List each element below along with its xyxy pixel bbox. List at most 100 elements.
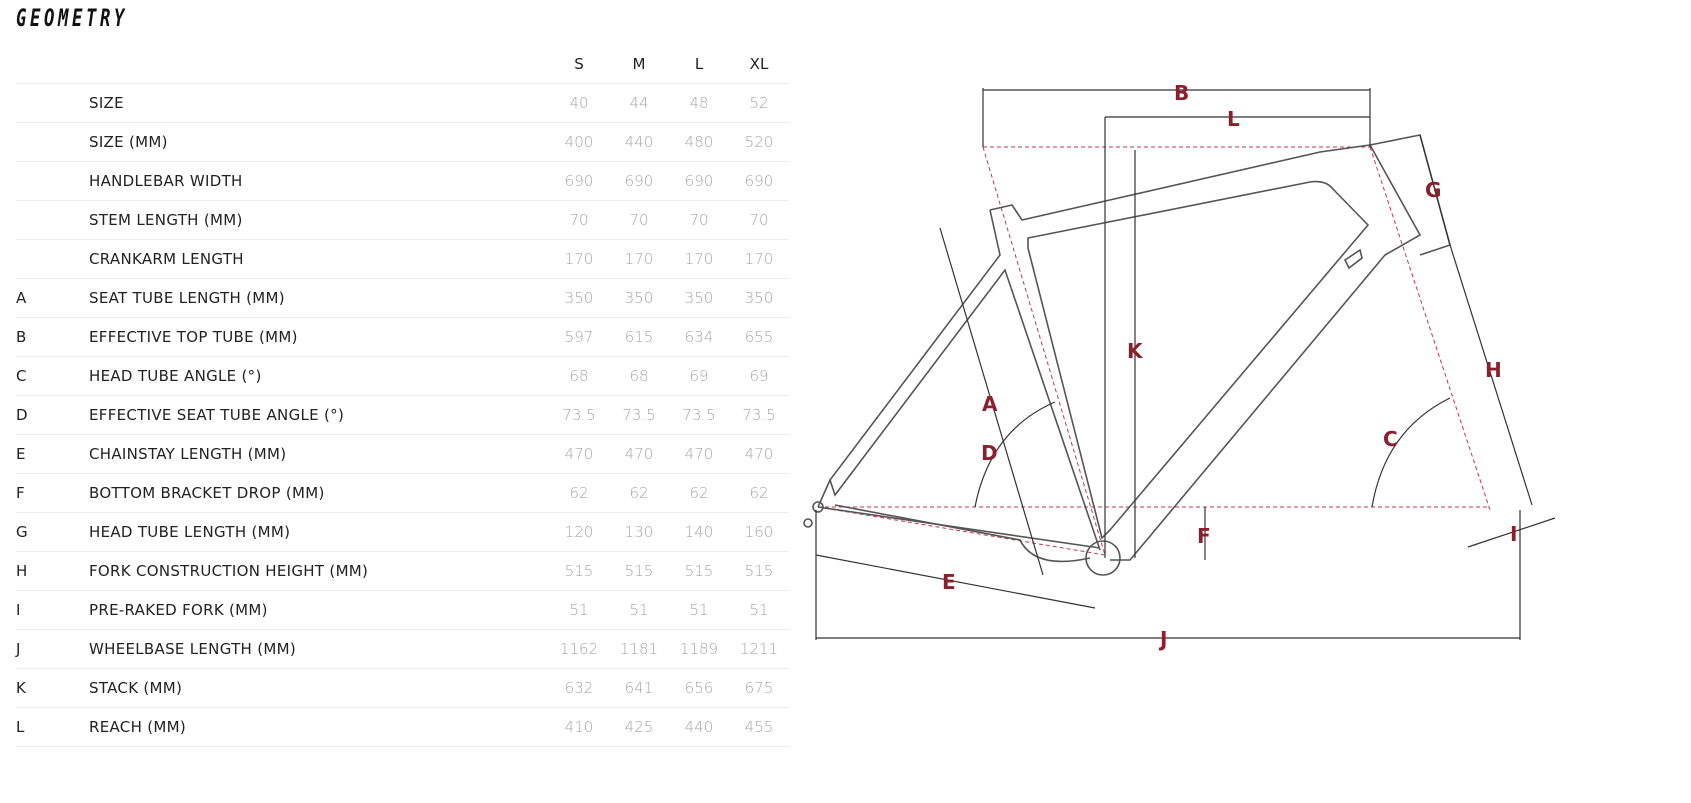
diagram-label-g: G	[1425, 178, 1441, 202]
row-value-m: 73.5	[609, 395, 669, 435]
row-value-s: 70	[549, 200, 609, 240]
row-value-m: 70	[609, 200, 669, 240]
row-code: G	[16, 512, 89, 552]
row-value-s: 73.5	[549, 395, 609, 435]
row-value-xl: 1211	[729, 629, 789, 669]
row-value-l: 515	[669, 551, 729, 591]
row-value-s: 400	[549, 122, 609, 162]
row-value-xl: 470	[729, 434, 789, 474]
row-value-s: 1162	[549, 629, 609, 669]
row-value-xl: 69	[729, 356, 789, 396]
row-value-s: 62	[549, 473, 609, 513]
row-code: H	[16, 551, 89, 591]
row-code: J	[16, 629, 89, 669]
row-value-s: 690	[549, 161, 609, 201]
row-value-s: 350	[549, 278, 609, 318]
row-code	[16, 83, 89, 123]
row-label: SIZE (MM)	[89, 122, 549, 162]
diagram-label-i: I	[1510, 522, 1517, 546]
row-value-l: 140	[669, 512, 729, 552]
row-value-m: 170	[609, 239, 669, 279]
row-value-s: 68	[549, 356, 609, 396]
row-label: PRE-RAKED FORK (MM)	[89, 590, 549, 630]
diagram-label-k: K	[1127, 339, 1144, 363]
row-value-m: 641	[609, 668, 669, 708]
row-code: D	[16, 395, 89, 435]
bike-frame-diagram: B L G K H A C D F I E J	[803, 81, 1556, 651]
row-value-l: 350	[669, 278, 729, 318]
diagram-label-c: C	[1383, 427, 1398, 451]
row-value-l: 48	[669, 83, 729, 123]
row-label: STACK (MM)	[89, 668, 549, 708]
diagram-label-d: D	[981, 441, 998, 465]
row-value-xl: 62	[729, 473, 789, 513]
row-value-l: 634	[669, 317, 729, 357]
row-value-xl: 690	[729, 161, 789, 201]
row-label: SEAT TUBE LENGTH (MM)	[89, 278, 549, 318]
row-value-l: 62	[669, 473, 729, 513]
row-value-m: 1181	[609, 629, 669, 669]
row-value-xl: 52	[729, 83, 789, 123]
row-value-l: 1189	[669, 629, 729, 669]
row-value-l: 73.5	[669, 395, 729, 435]
row-label: HANDLEBAR WIDTH	[89, 161, 549, 201]
row-value-l: 70	[669, 200, 729, 240]
row-value-l: 69	[669, 356, 729, 396]
row-value-xl: 655	[729, 317, 789, 357]
diagram-label-j: J	[1158, 627, 1167, 651]
row-value-l: 470	[669, 434, 729, 474]
row-value-m: 425	[609, 707, 669, 747]
row-value-m: 68	[609, 356, 669, 396]
row-value-xl: 520	[729, 122, 789, 162]
row-label: BOTTOM BRACKET DROP (MM)	[89, 473, 549, 513]
row-code	[16, 122, 89, 162]
row-label: REACH (MM)	[89, 707, 549, 747]
row-label: STEM LENGTH (MM)	[89, 200, 549, 240]
diagram-label-h: H	[1485, 358, 1502, 382]
row-code: E	[16, 434, 89, 474]
row-code	[16, 161, 89, 201]
row-label: SIZE	[89, 83, 549, 123]
row-value-l: 440	[669, 707, 729, 747]
dimension-lines	[815, 88, 1556, 640]
diagram-label-b: B	[1174, 81, 1189, 105]
page-title: GEOMETRY	[16, 4, 129, 32]
row-code: K	[16, 668, 89, 708]
row-value-s: 170	[549, 239, 609, 279]
row-value-l: 51	[669, 590, 729, 630]
row-value-s: 470	[549, 434, 609, 474]
row-value-m: 615	[609, 317, 669, 357]
row-value-xl: 73.5	[729, 395, 789, 435]
row-code	[16, 200, 89, 240]
row-code: A	[16, 278, 89, 318]
row-value-m: 51	[609, 590, 669, 630]
row-label: FORK CONSTRUCTION HEIGHT (MM)	[89, 551, 549, 591]
row-value-s: 51	[549, 590, 609, 630]
header-label	[89, 45, 549, 84]
row-value-xl: 515	[729, 551, 789, 591]
row-code: L	[16, 707, 89, 747]
row-value-xl: 455	[729, 707, 789, 747]
row-value-xl: 70	[729, 200, 789, 240]
row-label: CRANKARM LENGTH	[89, 239, 549, 279]
row-value-m: 515	[609, 551, 669, 591]
row-value-s: 597	[549, 317, 609, 357]
row-value-xl: 675	[729, 668, 789, 708]
row-value-m: 350	[609, 278, 669, 318]
table-header-row: S M L XL	[16, 45, 789, 84]
